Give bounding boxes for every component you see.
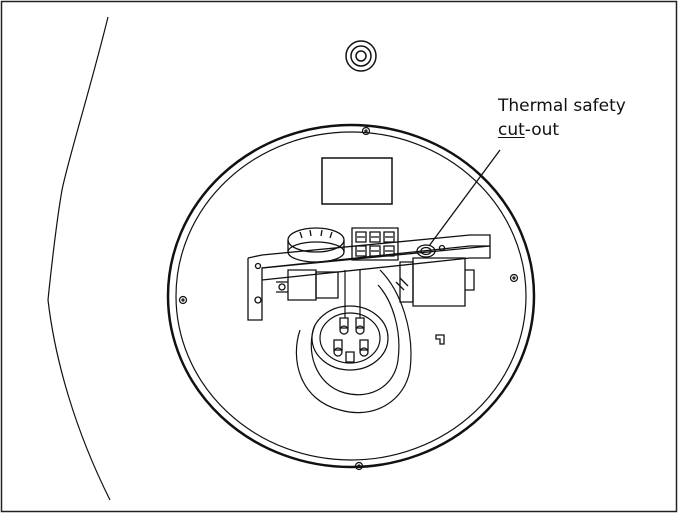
mounting-bracket (248, 235, 490, 320)
callout-line-2: cut-out (498, 118, 626, 142)
flange-plate (168, 125, 534, 467)
callout-underlined-word: cut (498, 120, 525, 140)
thermal-safety-cutout (417, 245, 435, 257)
callout-line-2-rest: -out (524, 120, 560, 140)
heating-element-assembly (296, 270, 411, 413)
small-clip (436, 335, 444, 344)
callout-leader-line (429, 150, 500, 246)
left-relay-box (276, 270, 338, 300)
tank-side-curve (48, 17, 110, 500)
terminal-block (352, 228, 398, 260)
flange-bolt (180, 128, 518, 470)
thermostat-knob (288, 228, 344, 262)
thermal-safety-cutout-label: Thermal safety cut-out (498, 94, 626, 142)
right-relay-box (396, 258, 474, 306)
callout-line-1: Thermal safety (498, 96, 626, 116)
top-fitting (346, 41, 376, 71)
rating-label-area (322, 158, 392, 204)
